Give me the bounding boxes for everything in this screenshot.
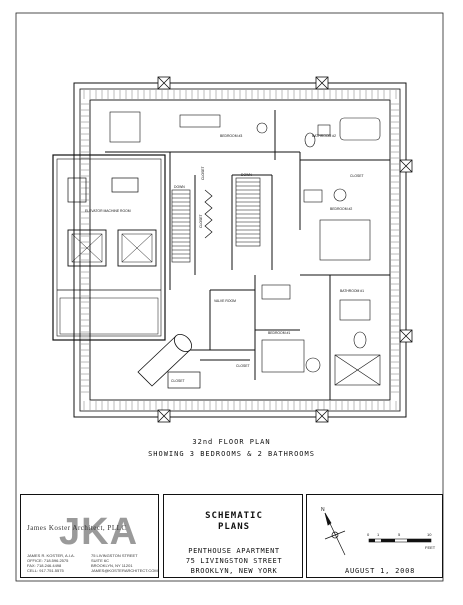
sheet-border <box>15 12 444 582</box>
label-bathroom-2: BATHROOM #2 <box>312 134 336 138</box>
north-label: N <box>321 507 325 513</box>
main-stair <box>235 177 261 247</box>
north-arrow-icon <box>324 512 346 556</box>
scale-tick-10: 10 <box>427 532 432 537</box>
scale-unit: FEET <box>425 545 436 550</box>
interior-walls <box>105 110 390 400</box>
label-closet-right: CLOSET <box>350 174 364 178</box>
label-down-left: DOWN <box>174 185 185 189</box>
room-labels: BEDROOM #3 BATHROOM #2 CLOSET DOWN DOWN … <box>85 134 364 383</box>
scale-date-block: N 0 1 5 10 FEET AUGUST 1, 2008 <box>306 494 443 578</box>
closet-bifold-doors <box>204 189 213 239</box>
scale-tick-0: 0 <box>367 532 370 537</box>
scale-tick-1: 1 <box>377 532 380 537</box>
plan-caption-line2: SHOWING 3 BEDROOMS & 2 BATHROOMS <box>148 450 315 458</box>
scale-tick-5: 5 <box>398 532 401 537</box>
north-arrow-and-scale: N 0 1 5 10 FEET <box>321 507 436 556</box>
label-bedroom-2: BEDROOM #2 <box>330 207 352 211</box>
water-tank <box>137 333 193 387</box>
bedroom-1-furniture <box>261 284 321 373</box>
firm-contact-right: 75 LIVINGSTON STREET SUITE 6C BROOKLYN, … <box>91 553 158 573</box>
project-line-1: PENTHOUSE APARTMENT <box>188 547 280 555</box>
bathroom-1-fixtures <box>334 299 381 386</box>
schematic-block: SCHEMATIC PLANS PENTHOUSE APARTMENT 75 L… <box>163 494 303 578</box>
label-bedroom-3: BEDROOM #3 <box>220 134 242 138</box>
drawing-date: AUGUST 1, 2008 <box>345 567 416 575</box>
bedroom-2-furniture <box>303 188 371 261</box>
firm-block: JKA James Koster Architect, PLLC JAMES R… <box>20 494 159 578</box>
label-bedroom-1: BEDROOM #1 <box>268 331 290 335</box>
label-closet-top: CLOSET <box>201 166 205 180</box>
label-closet-vertical: CLOSET <box>199 214 203 228</box>
closet-bl-box <box>167 371 201 389</box>
corner-piers <box>157 76 413 423</box>
label-valve-room: VALVE ROOM <box>214 299 236 303</box>
firm-name: James Koster Architect, PLLC <box>27 524 127 532</box>
firm-contact-left: JAMES R. KOSTER, A.I.A. OFFICE: 718.596.… <box>27 553 75 573</box>
label-down-stair: DOWN <box>241 173 252 177</box>
parapet-wall <box>73 82 407 418</box>
label-closet-bottom: CLOSET <box>236 364 250 368</box>
left-stair <box>171 189 191 263</box>
firm-logo: JKA <box>59 511 139 553</box>
scale-bar: 0 1 5 10 FEET <box>367 532 436 550</box>
label-elevator-room: ELEVATOR MACHINE ROOM <box>85 209 131 213</box>
bathroom-2-fixtures <box>304 117 381 148</box>
label-closet-bl: CLOSET <box>171 379 185 383</box>
label-bathroom-1: BATHROOM #1 <box>340 289 364 293</box>
elevator-machine-room-block <box>52 154 166 341</box>
project-line-2: 75 LIVINGSTON STREET <box>185 557 283 565</box>
bedroom-3-furniture <box>109 111 268 143</box>
schematic-title-1: SCHEMATIC <box>205 511 263 521</box>
schematic-title-2: PLANS <box>217 522 251 532</box>
project-line-3: BROOKLYN, NEW YORK <box>190 567 278 575</box>
plan-caption-line1: 32nd FLOOR PLAN <box>192 438 271 446</box>
